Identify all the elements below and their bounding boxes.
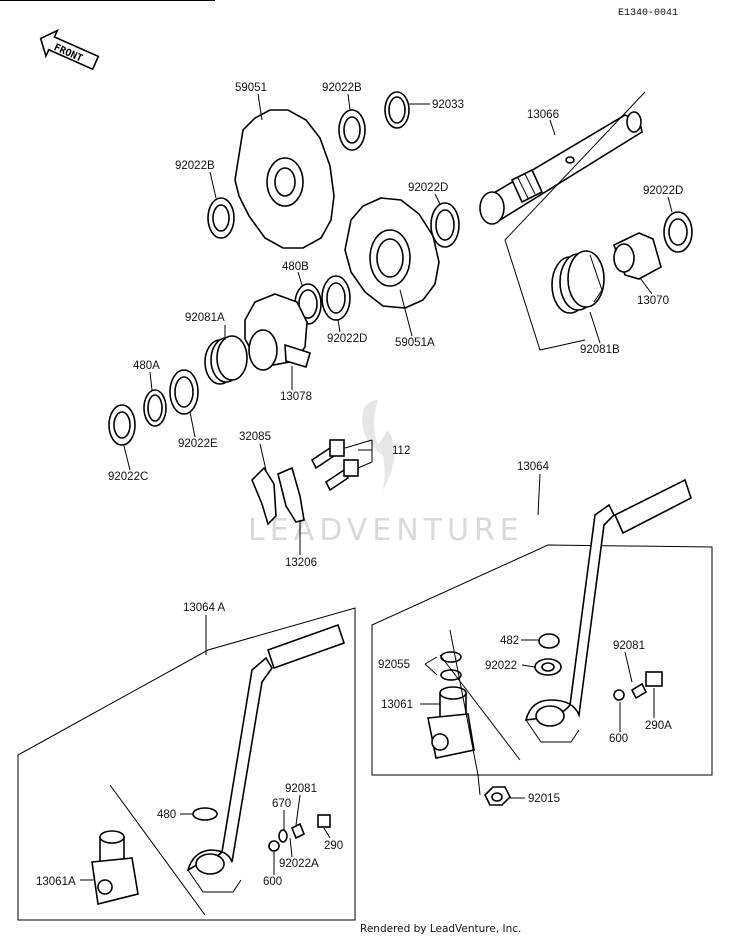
kick-lever-13064 [524,478,692,743]
boss-13061 [427,686,475,759]
washer-92022d-low [321,275,351,321]
label-13061a: 13061A [36,876,76,888]
label-92022d-right: 92022D [643,185,683,197]
nut-92015 [484,786,511,806]
label-92022b-left: 92022B [175,160,215,172]
circlip-482 [538,633,560,649]
label-290: 290 [324,840,343,852]
spring-guide-13070 [612,232,662,280]
label-92022a: 92022A [279,858,319,870]
label-92022b-top: 92022B [322,82,362,94]
kick-pedal-box-right [371,544,713,776]
watermark-text: LEADVENTURE [248,513,524,548]
ball-600-left [268,840,280,852]
label-13078: 13078 [280,391,312,403]
washer-92022b-left [207,197,235,239]
label-13064: 13064 [517,461,550,473]
label-92015: 92015 [528,793,560,805]
washer-92022e [169,369,199,415]
washer-92022d-right [663,211,693,253]
label-13070: 13070 [637,295,669,307]
part-labels: 59051 92022B 92033 13066 92022B 92022D 9… [36,82,683,888]
label-92055: 92055 [378,659,410,671]
diagram-code: E1340-0041 [618,8,678,19]
washer-92022 [534,658,562,676]
label-92022: 92022 [485,660,517,672]
label-92022d-mid: 92022D [408,182,448,194]
bolt-112-lower [324,459,359,492]
label-600-right: 600 [609,733,628,745]
washer-92022d-mid [430,202,460,248]
label-13206: 13206 [285,557,317,569]
label-600-left: 600 [263,876,282,888]
bolt-290a [645,671,663,687]
label-112: 112 [392,445,410,457]
kickstart-shaft [479,111,643,225]
gear-59051a [344,197,440,309]
label-13066: 13066 [527,109,559,121]
circlip-92033 [384,91,410,129]
label-92022c: 92022C [108,471,148,483]
label-482: 482 [500,635,519,647]
spring-92081a [204,335,248,385]
circlip-480 [192,807,218,821]
label-92033: 92033 [432,99,464,111]
oring-92055 [440,651,462,681]
washer-92022b-top [338,109,366,151]
ratchet-13078 [244,293,311,371]
label-92081-right: 92081 [613,640,645,652]
leader-lines [80,93,673,881]
front-arrow-icon: FRONT [39,28,100,71]
circlip-480a [143,389,167,427]
label-480: 480 [157,809,176,821]
label-92081b: 92081B [580,344,620,356]
washer-670 [278,829,288,843]
label-59051a: 59051A [395,337,435,349]
bolt-290 [317,814,331,828]
label-92022e: 92022E [178,438,218,450]
label-59051: 59051 [235,82,267,94]
label-92081a: 92081A [185,312,225,324]
spring-92081-right [630,682,648,700]
label-670: 670 [272,798,291,810]
label-480a: 480A [133,360,160,372]
credit-text: Rendered by LeadVenture, Inc. [360,923,521,935]
kick-pedal-box-left [17,607,356,921]
spring-92081b [551,250,605,314]
bolt-112-upper [310,439,345,470]
label-13064a: 13064 A [183,602,226,614]
boss-13061a [91,830,139,905]
label-32085: 32085 [239,431,271,443]
label-480b: 480B [282,261,309,273]
ball-600-right [613,689,625,701]
washer-92022c [108,404,136,446]
gear-59051 [234,109,335,249]
label-92081-left: 92081 [285,783,317,795]
label-290a: 290A [645,720,672,732]
plate-13206 [251,466,305,526]
kick-lever-13064a [186,623,346,893]
shaft-guide-lines [504,91,646,351]
label-13061: 13061 [381,699,413,711]
spring-92081-left [290,822,306,840]
label-92022d-low: 92022D [327,333,367,345]
leader-lines-left [109,784,206,916]
leader-lines-right [439,654,521,761]
